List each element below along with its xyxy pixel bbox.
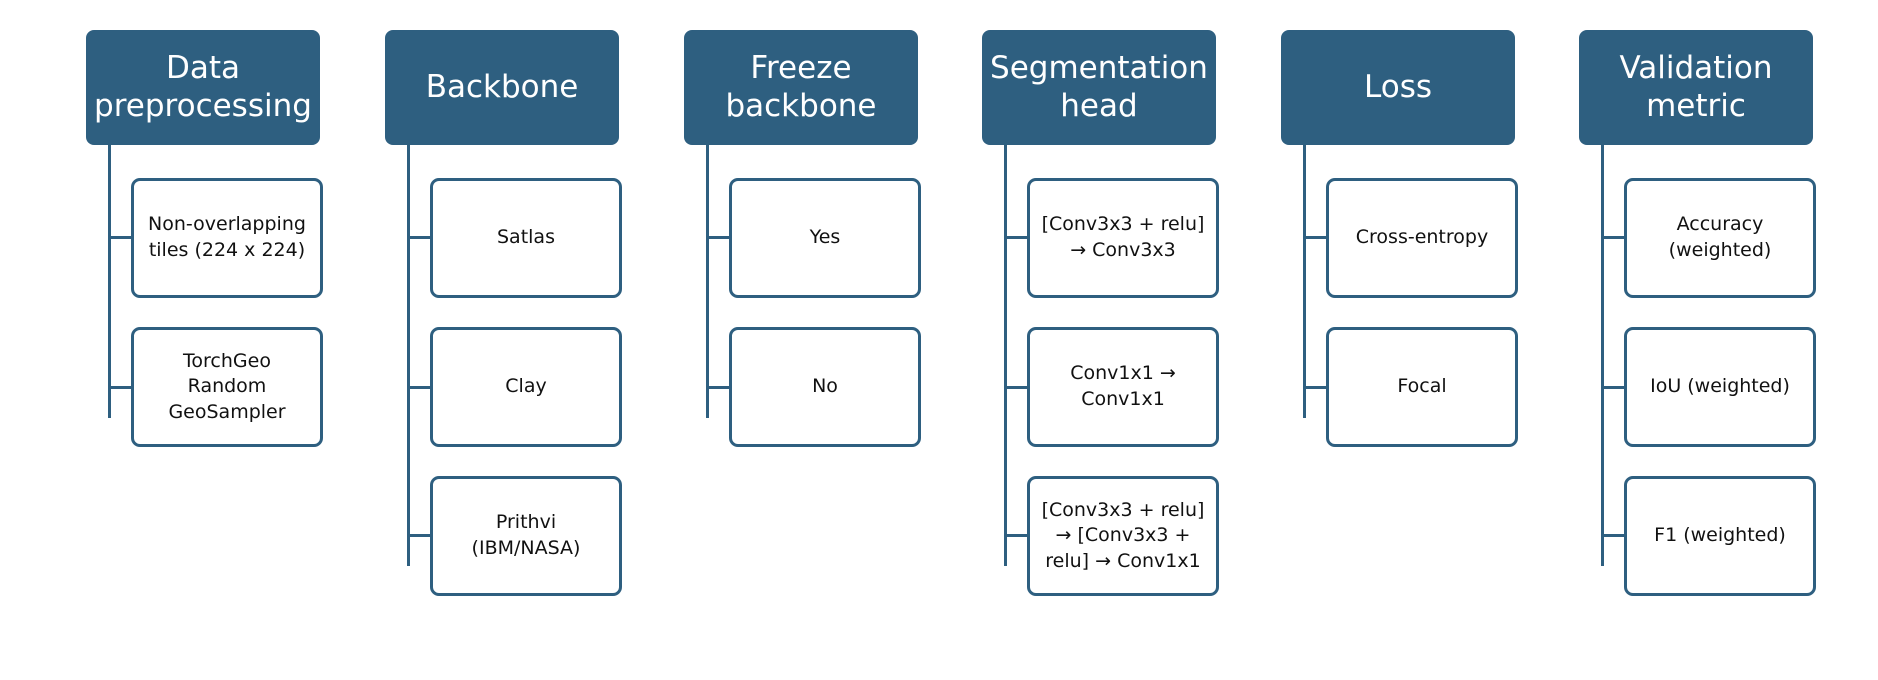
tree-trunk-line — [1303, 145, 1306, 418]
header-backbone: Backbone — [385, 30, 619, 145]
header-freeze-backbone: Freeze backbone — [684, 30, 918, 145]
tree-trunk-line — [706, 145, 709, 418]
column-segmentation-head: Segmentation head [Conv3x3 + relu] → Con… — [982, 30, 1262, 600]
header-loss: Loss — [1281, 30, 1515, 145]
option-box: Conv1x1 → Conv1x1 — [1027, 327, 1219, 447]
option-box: Clay — [430, 327, 622, 447]
option-box: [Conv3x3 + relu] → Conv3x3 — [1027, 178, 1219, 298]
header-validation-metric: Validation metric — [1579, 30, 1813, 145]
option-box: IoU (weighted) — [1624, 327, 1816, 447]
header-data-preprocessing: Data preprocessing — [86, 30, 320, 145]
option-box: TorchGeo Random GeoSampler — [131, 327, 323, 447]
tree-trunk-line — [1601, 145, 1604, 566]
option-box: Non-overlapping tiles (224 x 224) — [131, 178, 323, 298]
option-box: No — [729, 327, 921, 447]
option-box: Yes — [729, 178, 921, 298]
header-segmentation-head: Segmentation head — [982, 30, 1216, 145]
option-box: F1 (weighted) — [1624, 476, 1816, 596]
option-box: Cross-entropy — [1326, 178, 1518, 298]
option-box: Focal — [1326, 327, 1518, 447]
option-box: Accuracy (weighted) — [1624, 178, 1816, 298]
column-loss: Loss Cross-entropy Focal — [1281, 30, 1561, 600]
option-box: Prithvi (IBM/NASA) — [430, 476, 622, 596]
option-box: [Conv3x3 + relu] → [Conv3x3 + relu] → Co… — [1027, 476, 1219, 596]
column-data-preprocessing: Data preprocessing Non-overlapping tiles… — [86, 30, 366, 600]
option-box: Satlas — [430, 178, 622, 298]
column-backbone: Backbone Satlas Clay Prithvi (IBM/NASA) — [385, 30, 665, 600]
column-freeze-backbone: Freeze backbone Yes No — [684, 30, 964, 600]
tree-trunk-line — [407, 145, 410, 566]
column-validation-metric: Validation metric Accuracy (weighted) Io… — [1579, 30, 1859, 600]
tree-trunk-line — [1004, 145, 1007, 566]
tree-trunk-line — [108, 145, 111, 418]
